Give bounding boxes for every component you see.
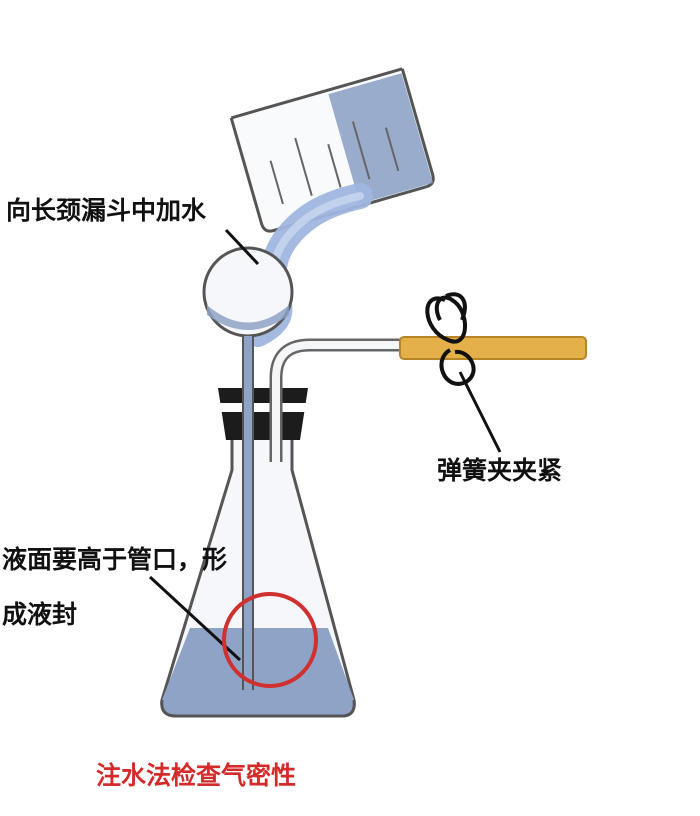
beaker	[229, 67, 435, 233]
flask-water	[161, 628, 355, 716]
funnel-leader-line	[224, 228, 260, 266]
diagram-caption: 注水法检查气密性	[96, 761, 297, 790]
seal-label-line2: 成液封	[2, 600, 78, 629]
funnel-bulb-water	[207, 305, 289, 330]
flask-bottom-outline	[160, 699, 356, 718]
beaker-graduations	[269, 121, 400, 205]
stopper-band	[214, 403, 312, 412]
rubber-stopper	[218, 388, 308, 440]
liquid-seal-highlight-circle	[222, 592, 318, 688]
beaker-water	[328, 73, 433, 204]
seal-label-line1: 液面要高于管口，形	[2, 545, 228, 574]
funnel-label: 向长颈漏斗中加水	[6, 196, 207, 225]
rubber-tube	[399, 336, 587, 360]
beaker-rim	[230, 67, 403, 120]
clamp-label: 弹簧夹夹紧	[437, 456, 563, 485]
delivery-tube	[272, 341, 405, 462]
clamp-leader-line	[458, 371, 502, 453]
